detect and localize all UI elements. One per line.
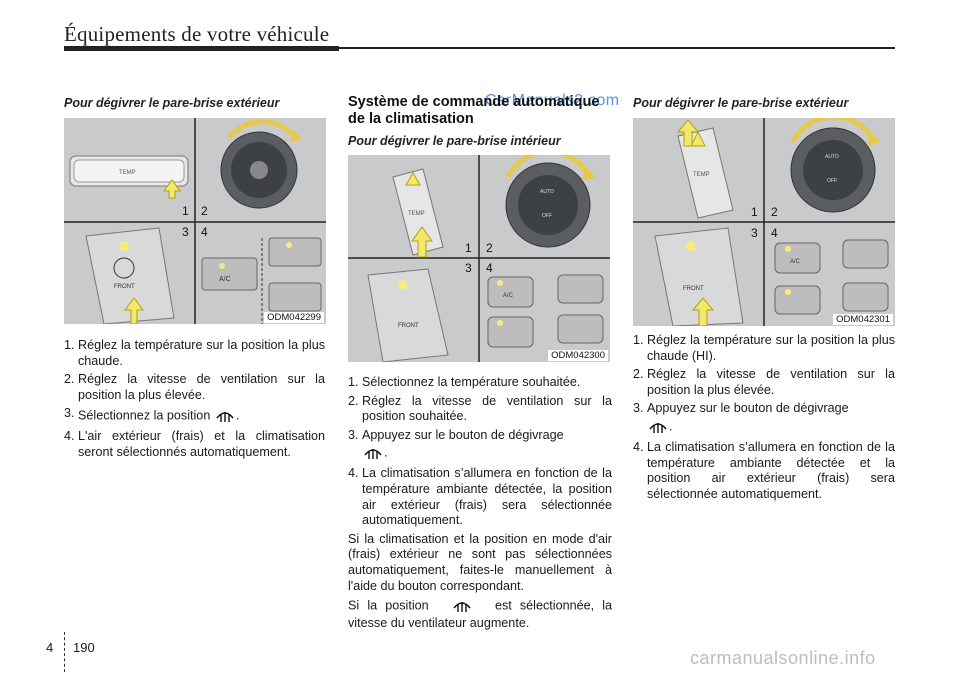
front-label: FRONT	[114, 284, 135, 290]
list-item: 3.Sélectionnez la position .	[64, 406, 325, 426]
list-item: 2.Réglez la vitesse de ventilation sur l…	[348, 394, 612, 425]
front-label: FRONT	[683, 286, 704, 292]
step-number: 3.	[633, 401, 644, 416]
step-text: Réglez la température sur la position la…	[647, 333, 895, 363]
defrost-icon	[453, 602, 471, 613]
step-text: Réglez la vitesse de ventilation sur la …	[647, 367, 895, 397]
step-number: 4.	[633, 439, 644, 454]
paragraph-text: est sélectionnée, la vitesse du ventilat…	[348, 598, 613, 631]
front-label: FRONT	[398, 323, 419, 329]
ac-label: A/C	[219, 276, 231, 283]
figure-code: ODM042301	[833, 314, 893, 325]
header-rule	[64, 47, 895, 49]
figure-code: ODM042300	[548, 350, 608, 361]
list-item: 1.Sélectionnez la température souhaitée.	[348, 375, 612, 391]
step-number: 4.	[348, 466, 359, 481]
panel-number-1: 1	[751, 205, 758, 219]
step-number: 3.	[64, 406, 75, 421]
col3-figure: TEMP AUTO OFF FRONT A/C 1 2 3 4 ODM04230…	[633, 118, 895, 326]
step-number: 1.	[633, 333, 644, 347]
col3-steps: 1.Réglez la température sur la position …	[633, 333, 895, 505]
auto-label: AUTO	[540, 189, 554, 195]
temp-label: TEMP	[119, 170, 136, 176]
step-text: L'air extérieur (frais) et la climatisat…	[78, 429, 325, 459]
panel-number-1: 1	[465, 241, 472, 255]
list-item: 3.Appuyez sur le bouton de dégivrage .	[633, 401, 895, 437]
defrost-icon	[216, 412, 234, 423]
list-item: 4.La climatisation s’allumera en fonctio…	[348, 466, 612, 528]
step-number: 2.	[348, 393, 359, 408]
page-number: 190	[73, 640, 95, 655]
ac-label: A/C	[790, 259, 801, 265]
panel-number-3: 3	[465, 261, 472, 275]
step-number: 2.	[633, 367, 644, 382]
section-heading: Système de commande automatique de la cl…	[348, 94, 600, 127]
panel-number-2: 2	[201, 204, 208, 218]
section-number: 4	[46, 640, 54, 655]
col1-subtitle: Pour dégivrer le pare-brise extérieur	[64, 96, 280, 110]
panel-number-3: 3	[751, 226, 758, 240]
step-number: 1.	[348, 375, 359, 389]
watermark-text: CarManuals2.com	[485, 92, 620, 109]
col2-steps: 1.Sélectionnez la température souhaitée.…	[348, 375, 612, 632]
off-label: OFF	[827, 178, 837, 184]
panel-number-4: 4	[486, 261, 493, 275]
list-item: 4.L'air extérieur (frais) et la climatis…	[64, 429, 325, 460]
panel-number-4: 4	[201, 225, 208, 239]
step-text: Appuyez sur le bouton de dégivrage	[362, 427, 564, 442]
footer-divider	[64, 632, 65, 672]
step-text: Réglez la température sur la position la…	[78, 338, 325, 368]
panel-number-2: 2	[771, 205, 778, 219]
step-text: Réglez la vitesse de ventilation sur la …	[362, 393, 612, 424]
figure-code: ODM042299	[264, 312, 324, 323]
col3-subtitle: Pour dégivrer le pare-brise extérieur	[633, 96, 849, 110]
col2-figure-illustration: TEMP AUTO OFF FRONT A/C	[348, 155, 610, 362]
auto-label: AUTO	[825, 154, 839, 160]
ac-label: A/C	[503, 293, 514, 299]
defrost-icon	[649, 422, 667, 433]
temp-label: TEMP	[693, 172, 710, 178]
paragraph: Si la position est sélectionnée, la vite…	[348, 596, 612, 632]
list-item: 4.La climatisation s’allumera en fonctio…	[633, 440, 895, 502]
step-text: Appuyez sur le bouton de dégivrage	[647, 401, 849, 416]
step-text: La climatisation s’allumera en fonction …	[647, 439, 895, 501]
step-text: Sélectionnez la température souhaitée.	[362, 375, 581, 389]
panel-number-4: 4	[771, 226, 778, 240]
col2-subtitle: Pour dégivrer le pare-brise intérieur	[348, 134, 561, 148]
list-item: 2.Réglez la vitesse de ventilation sur l…	[633, 367, 895, 398]
step-number: 4.	[64, 429, 75, 444]
paragraph-text: Si la position	[348, 598, 429, 613]
step-text: Sélectionnez la position	[78, 408, 211, 423]
list-item: 3.Appuyez sur le bouton de dégivrage .	[348, 428, 612, 464]
step-number: 1.	[64, 338, 75, 352]
off-label: OFF	[542, 213, 552, 219]
defrost-icon	[364, 449, 382, 460]
col1-figure: TEMP FRONT A/C 1 2 3 4 ODM042299	[64, 118, 326, 324]
panel-number-1: 1	[182, 204, 189, 218]
col2-figure: TEMP AUTO OFF FRONT A/C 1 2 3 4 ODM04230…	[348, 155, 610, 362]
list-item: 1.Réglez la température sur la position …	[64, 338, 325, 369]
panel-number-2: 2	[486, 241, 493, 255]
list-item: 1.Réglez la température sur la position …	[633, 333, 895, 364]
panel-number-3: 3	[182, 225, 189, 239]
temp-label: TEMP	[408, 211, 425, 217]
step-text: Réglez la vitesse de ventilation sur la …	[78, 372, 325, 402]
page-header-title: Équipements de votre véhicule	[64, 22, 330, 46]
step-number: 2.	[64, 372, 75, 387]
col1-steps: 1.Réglez la température sur la position …	[64, 338, 325, 464]
paragraph: Si la climatisation et la position en mo…	[348, 531, 612, 593]
site-watermark: carmanualsonline.info	[690, 648, 876, 668]
col3-figure-illustration: TEMP AUTO OFF FRONT A/C	[633, 118, 895, 326]
list-item: 2.Réglez la vitesse de ventilation sur l…	[64, 372, 325, 403]
step-text: La climatisation s’allumera en fonction …	[362, 466, 612, 528]
step-number: 3.	[348, 427, 359, 442]
header-rule-accent	[64, 46, 339, 51]
col1-figure-illustration: TEMP FRONT A/C	[64, 118, 326, 324]
